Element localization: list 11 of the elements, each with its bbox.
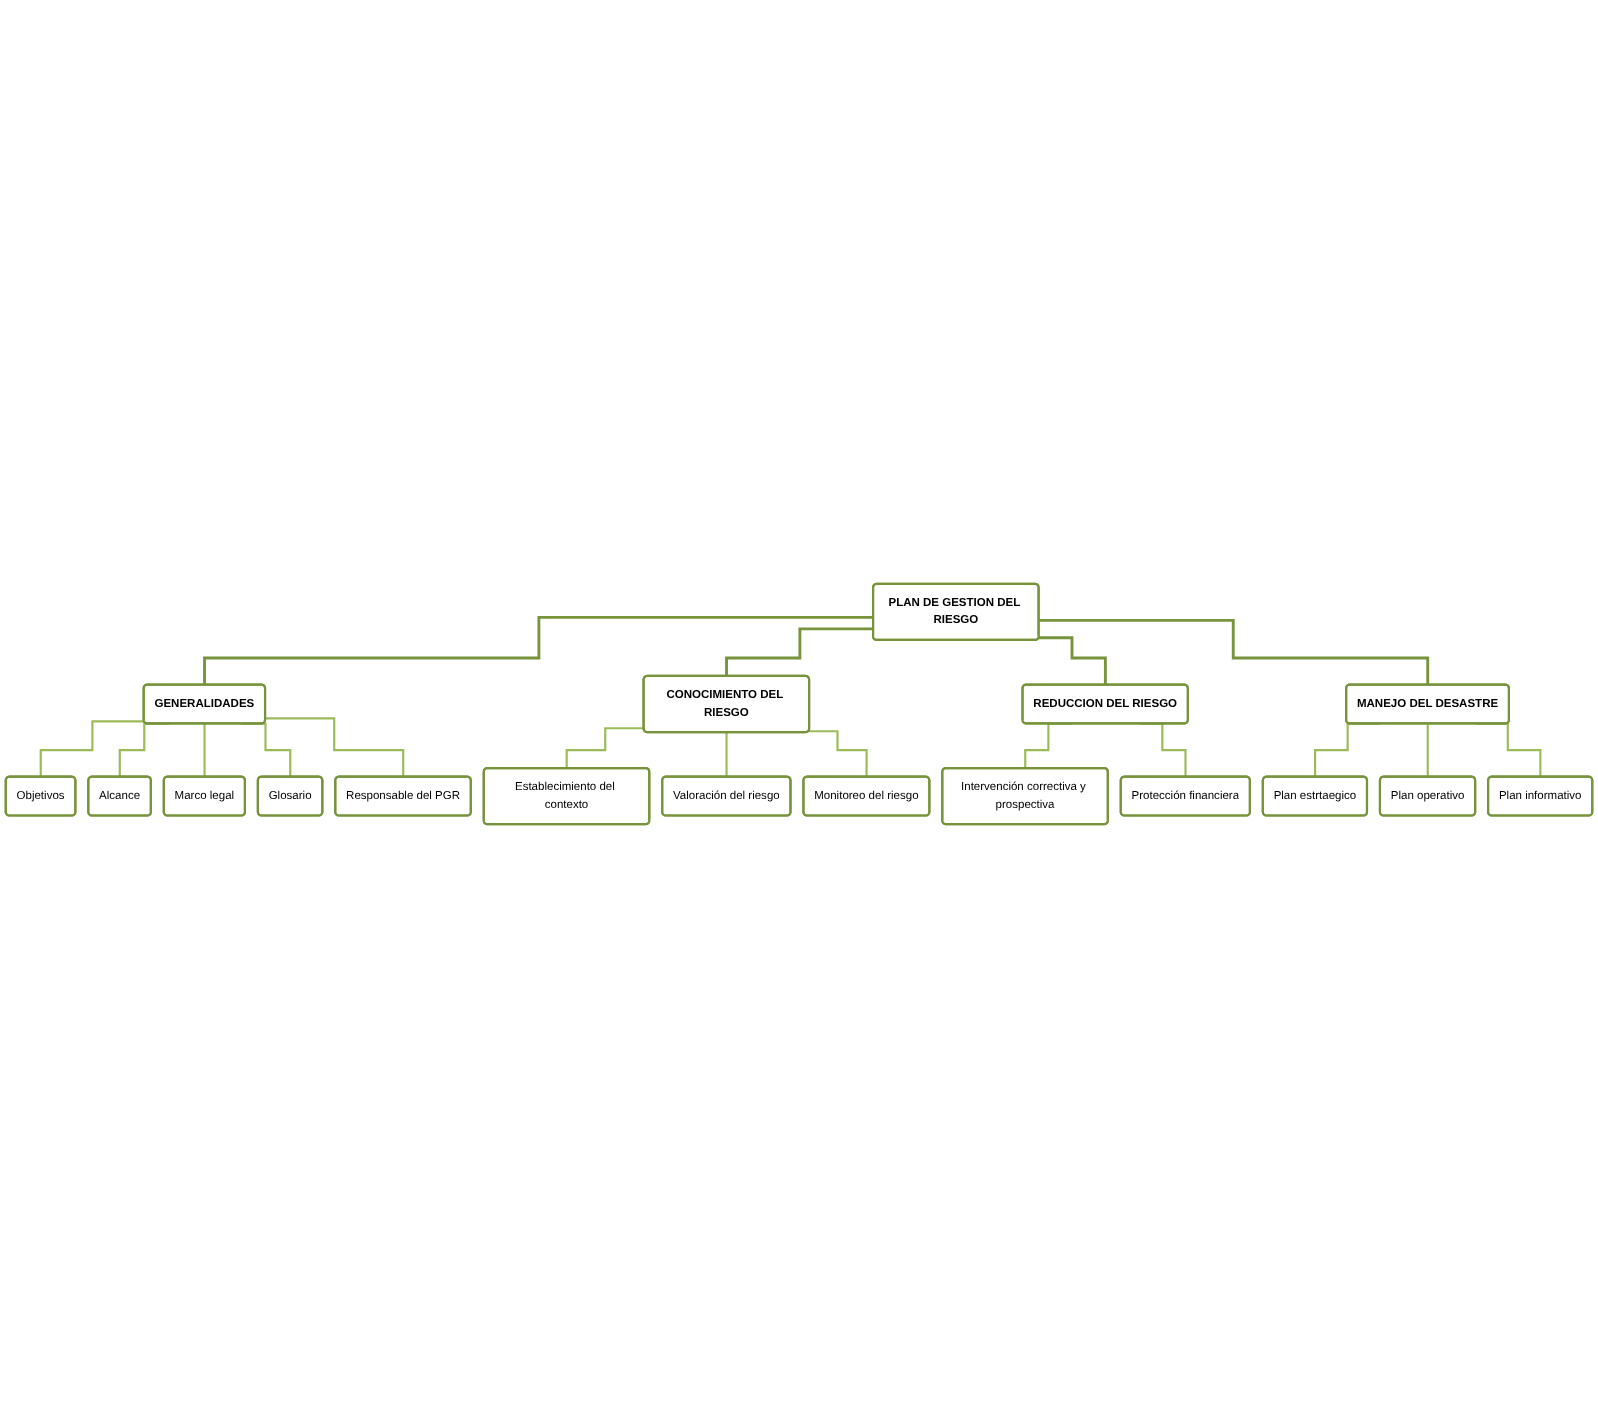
connector xyxy=(203,615,874,687)
connector xyxy=(725,627,874,678)
connector xyxy=(565,727,644,770)
connector xyxy=(39,720,145,779)
connector xyxy=(1038,636,1107,687)
connector xyxy=(725,731,728,779)
connector xyxy=(1038,618,1430,687)
connector xyxy=(265,717,405,779)
connector xyxy=(1426,722,1429,779)
connector xyxy=(203,722,206,779)
connector xyxy=(808,730,868,779)
